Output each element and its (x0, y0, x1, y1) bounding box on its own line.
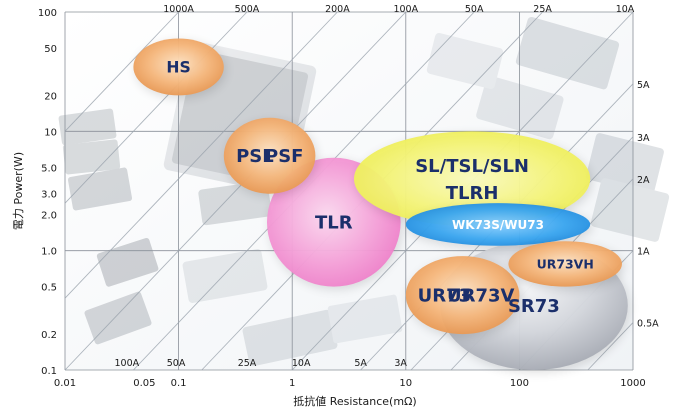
region-wk73s-wu73 (405, 203, 591, 246)
resistor-chip-photo (327, 294, 403, 344)
current-label-bottom: 3A (394, 358, 407, 369)
resistor-chip-photo (96, 237, 159, 287)
current-label: 0.5A (637, 319, 659, 330)
resistor-chip-photo (476, 75, 564, 140)
x-tick-label: 0.01 (54, 378, 76, 389)
region-ur73-label: UR73 (418, 286, 472, 307)
resistor-chip-photo (58, 108, 117, 146)
region-psl (223, 117, 316, 194)
y-tick-label: 5.0 (41, 163, 57, 174)
y-tick-label: 10 (44, 127, 57, 138)
x-tick-label: 100 (510, 378, 529, 389)
current-label: 50A (465, 4, 484, 15)
region-sl-tsl-sln-label: TLRH (446, 183, 499, 204)
current-label: 100A (393, 4, 418, 15)
current-label: 10A (616, 4, 635, 15)
y-tick-label: 1.0 (41, 247, 57, 258)
current-label-bottom: 50A (167, 358, 186, 369)
current-label-bottom: 25A (238, 358, 257, 369)
region-sl-tsl-sln-label: SL/TSL/SLN (415, 156, 529, 177)
current-label-bottom: 100A (114, 358, 139, 369)
resistor-chip-photo (586, 133, 664, 195)
resistor-chip-photo (182, 249, 268, 303)
x-tick-label: 0.05 (133, 378, 155, 389)
current-label: 500A (235, 4, 260, 15)
current-line (64, 11, 338, 299)
current-label-bottom: 5A (354, 358, 367, 369)
region-ur73 (405, 256, 520, 335)
y-tick-label: 3.0 (41, 190, 57, 201)
x-tick-label: 1000 (620, 378, 645, 389)
current-label: 2A (637, 175, 650, 186)
y-tick-label: 0.2 (41, 330, 57, 341)
region-sl-tsl-sln (354, 131, 591, 227)
region-hs (133, 38, 224, 96)
region-tlr-label: TLR (315, 213, 353, 234)
y-tick-label: 2.0 (41, 211, 57, 222)
y-tick-label: 50 (44, 44, 57, 55)
y-tick-label: 100 (38, 8, 57, 19)
resistor-chip-photo (84, 291, 152, 345)
region-psl-label: PSL (236, 146, 274, 167)
x-axis-ticks: 0.01 0.05 0.1 1 10 100 1000 (54, 378, 646, 389)
current-line (64, 11, 407, 371)
current-line (64, 11, 248, 204)
region-ur73vh (508, 241, 622, 287)
current-label: 3A (637, 133, 650, 144)
x-tick-label: 10 (399, 378, 412, 389)
current-label: 1000A (163, 4, 194, 15)
region-hs-label: HS (166, 58, 190, 77)
x-tick-label: 0.1 (171, 378, 187, 389)
region-ur73-label: UR73V (447, 286, 515, 307)
resistor-chip-photo (67, 167, 133, 211)
resistor-chip-photo (515, 16, 620, 90)
region-sr73-label: SR73 (508, 296, 560, 317)
resistor-chip-photo (590, 178, 670, 242)
x-axis-label: 抵抗値 Resistance(mΩ) (293, 394, 416, 408)
region-ur73vh-label: UR73VH (537, 256, 594, 271)
current-line (64, 11, 179, 132)
y-tick-label: 0.1 (41, 366, 57, 377)
y-tick-label: 0.5 (41, 283, 57, 294)
resistor-chip-photo (426, 33, 504, 89)
y-axis-label: 電力 Power(W) (12, 152, 25, 230)
region-psl-label: PSF (265, 146, 303, 167)
y-tick-label: 20 (44, 91, 57, 102)
current-label: 1A (637, 247, 650, 258)
x-tick-label: 1 (289, 378, 295, 389)
product-regions (133, 38, 630, 373)
y-axis-ticks: 100 50 20 10 5.0 3.0 2.0 1.0 0.5 0.2 0.1 (38, 8, 57, 377)
region-wk73s-wu73-label: WK73S/WU73 (452, 218, 544, 232)
resistor-chip-photo (242, 309, 338, 367)
current-labels: 1000A 500A 200A 100A 50A 25A 10A 5A 3A 2A 1A 0.5A 10… (114, 4, 659, 369)
current-label: 5A (637, 80, 650, 91)
resistor-chip-photo (62, 139, 121, 175)
current-label-bottom: 10A (292, 358, 311, 369)
current-label: 25A (533, 4, 552, 15)
current-label: 200A (325, 4, 350, 15)
